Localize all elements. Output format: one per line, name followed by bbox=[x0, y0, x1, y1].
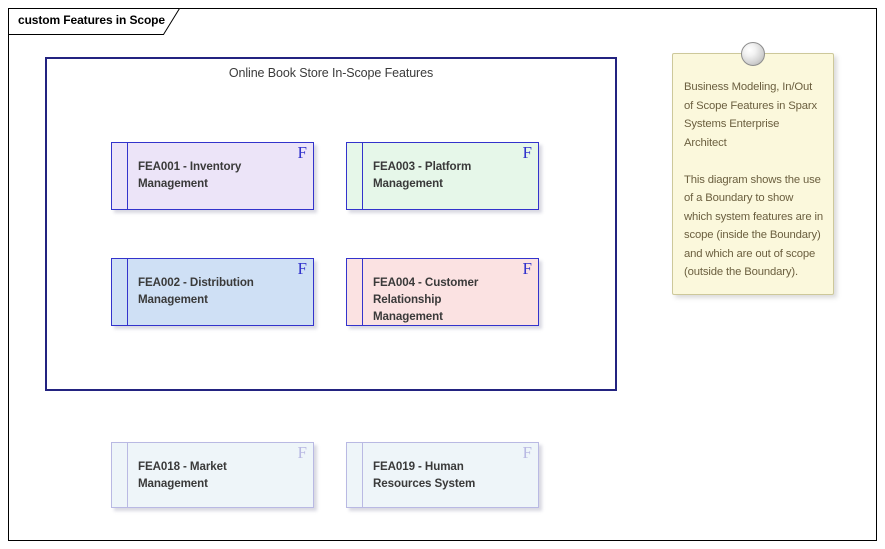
feature-left-band bbox=[347, 443, 363, 507]
feature-fea018[interactable]: F FEA018 - Market Management bbox=[111, 442, 314, 508]
feature-stereotype-icon: F bbox=[522, 443, 532, 462]
diagram-frame-tab[interactable]: custom Features in Scope bbox=[8, 8, 180, 35]
diagram-note[interactable]: Business Modeling, In/Out of Scope Featu… bbox=[672, 42, 834, 295]
feature-label: FEA004 - Customer Relationship Managemen… bbox=[373, 276, 479, 323]
feature-label: FEA002 - Distribution Management bbox=[138, 276, 254, 306]
feature-stereotype-icon: F bbox=[297, 143, 307, 162]
feature-stereotype-icon: F bbox=[297, 259, 307, 278]
feature-fea003[interactable]: F FEA003 - Platform Management bbox=[346, 142, 539, 210]
feature-label: FEA019 - Human Resources System bbox=[373, 460, 476, 490]
feature-fea019[interactable]: F FEA019 - Human Resources System bbox=[346, 442, 539, 508]
feature-fea001[interactable]: F FEA001 - Inventory Management bbox=[111, 142, 314, 210]
feature-label: FEA001 - Inventory Management bbox=[138, 160, 242, 190]
feature-stereotype-icon: F bbox=[297, 443, 307, 462]
note-text: Business Modeling, In/Out of Scope Featu… bbox=[684, 81, 823, 278]
feature-fea002[interactable]: F FEA002 - Distribution Management bbox=[111, 258, 314, 326]
feature-label: FEA018 - Market Management bbox=[138, 460, 227, 490]
feature-left-band bbox=[347, 143, 363, 209]
feature-stereotype-icon: F bbox=[522, 259, 532, 278]
diagram-title: custom Features in Scope bbox=[18, 13, 165, 27]
feature-left-band bbox=[112, 143, 128, 209]
feature-left-band bbox=[112, 443, 128, 507]
feature-fea004[interactable]: F FEA004 - Customer Relationship Managem… bbox=[346, 258, 539, 326]
feature-left-band bbox=[112, 259, 128, 325]
frame-tab-shape bbox=[8, 8, 180, 35]
scope-boundary[interactable]: Online Book Store In-Scope Features bbox=[45, 57, 617, 391]
note-pin-icon bbox=[741, 42, 765, 66]
feature-label: FEA003 - Platform Management bbox=[373, 160, 472, 190]
boundary-title: Online Book Store In-Scope Features bbox=[228, 66, 434, 80]
feature-stereotype-icon: F bbox=[522, 143, 532, 162]
feature-left-band bbox=[347, 259, 363, 325]
